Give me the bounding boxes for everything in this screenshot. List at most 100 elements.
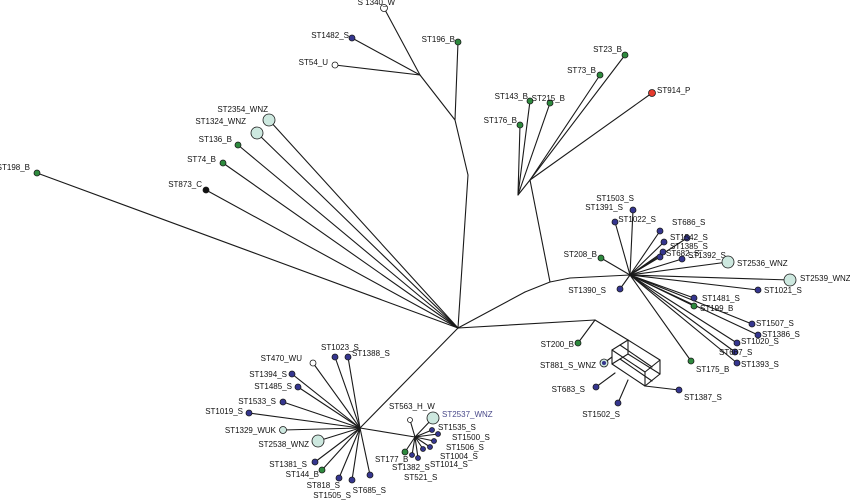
node-label: ST2537_WNZ [442, 410, 493, 419]
tree-branch [414, 429, 433, 438]
node-label: S 1340_W [358, 0, 396, 7]
node-marker [245, 409, 253, 417]
node-label: ST1324_WNZ [195, 117, 246, 126]
network-edge [644, 373, 661, 387]
node-marker [731, 348, 739, 356]
tree-branch [454, 119, 469, 176]
tree-branch [457, 319, 596, 329]
tree-branch [411, 436, 416, 456]
tree-branch [414, 433, 439, 438]
node-label: ST470_WU [261, 354, 303, 363]
tree-branch [517, 102, 551, 196]
tree-node: ST2539_WNZ [783, 273, 850, 287]
tree-branch [629, 274, 692, 362]
tree-node: ST1324_WNZ [195, 117, 264, 140]
tree-node: ST1503_S [596, 194, 637, 214]
node-marker [683, 234, 691, 242]
tree-branch [334, 64, 421, 76]
node-marker [660, 238, 668, 246]
node-label: ST1502_S [582, 410, 620, 419]
tree-branch [517, 179, 531, 196]
node-marker [219, 159, 227, 167]
tree-node: ST1386_S [754, 330, 800, 339]
reticulation-network [594, 319, 680, 404]
node-label: ST2536_WNZ [737, 259, 788, 268]
tree-branch [314, 427, 361, 463]
node-marker [429, 427, 435, 433]
tree-branch [577, 319, 596, 344]
node-label: ST1387_S [684, 393, 722, 402]
network-edge [619, 344, 653, 368]
tree-branch [359, 427, 371, 476]
node-marker [656, 227, 664, 235]
node-label: ST521_S [404, 473, 437, 482]
node-marker [250, 126, 264, 140]
node-marker [415, 455, 421, 461]
node-label: ST73_B [567, 66, 596, 75]
tree-branch [237, 144, 459, 329]
node-marker [202, 186, 210, 194]
node-marker-inner [602, 361, 606, 365]
tree-node: ST136_B [199, 135, 242, 149]
node-marker [454, 38, 462, 46]
tree-node: ST1022_S [618, 215, 664, 235]
node-label: ST74_B [187, 155, 216, 164]
node-marker [318, 466, 326, 474]
node-marker [311, 458, 319, 466]
tree-branch [629, 258, 683, 276]
node-label: ST1503_S [596, 194, 634, 203]
node-marker [690, 302, 698, 310]
node-marker [629, 206, 637, 214]
tree-node: ST1502_S [582, 399, 622, 419]
tree-node: ST196_B [422, 35, 462, 46]
tree-node: ST667_S [719, 348, 752, 357]
node-marker [279, 426, 287, 434]
node-label: ST198_B [0, 163, 30, 172]
node-marker [427, 444, 433, 450]
tree-node: ST175_B [687, 357, 729, 374]
node-marker [409, 452, 415, 458]
tree-branch [629, 274, 738, 364]
node-marker [380, 4, 388, 12]
node-marker [616, 285, 624, 293]
tree-branch [629, 274, 759, 291]
tree-branch [359, 427, 416, 438]
tree-node: ST686_S [672, 218, 705, 242]
node-marker [526, 97, 534, 105]
node-label: ST208_B [564, 250, 597, 259]
node-label: ST54_U [299, 58, 329, 67]
tree-branch [629, 274, 736, 353]
node-label: ST1393_S [741, 360, 779, 369]
tree-node: ST73_B [567, 66, 604, 79]
tree-edges [36, 7, 791, 481]
tree-branch [351, 37, 421, 76]
node-label: ST144_B [286, 470, 319, 479]
node-label: ST1022_S [618, 215, 656, 224]
node-marker [597, 254, 605, 262]
tree-node: ST1542_S [660, 233, 708, 246]
node-marker [431, 438, 437, 444]
network-branch [595, 372, 616, 388]
node-label: ST683_S [552, 385, 585, 394]
tree-node: ST1391_S [585, 203, 623, 226]
node-label: ST196_B [422, 35, 455, 44]
tree-node: ST144_B [286, 466, 326, 479]
node-marker [331, 353, 339, 361]
node-marker [611, 218, 619, 226]
tree-node: ST682_S [656, 249, 699, 261]
node-marker [733, 359, 741, 367]
node-marker [648, 89, 656, 97]
node-label: ST23_B [593, 45, 622, 54]
tree-node: ST2536_WNZ [721, 255, 788, 269]
tree-branch [282, 401, 361, 429]
tree-branch [409, 419, 416, 438]
network-branch [617, 379, 629, 404]
tree-node: ST2354_WNZ [217, 105, 276, 127]
tree-node: ST1392_S [678, 251, 726, 263]
node-marker [401, 448, 409, 456]
node-label: ST1385_S [670, 242, 708, 251]
node-label: ST1004_S [440, 452, 478, 461]
network-edge [627, 353, 661, 375]
